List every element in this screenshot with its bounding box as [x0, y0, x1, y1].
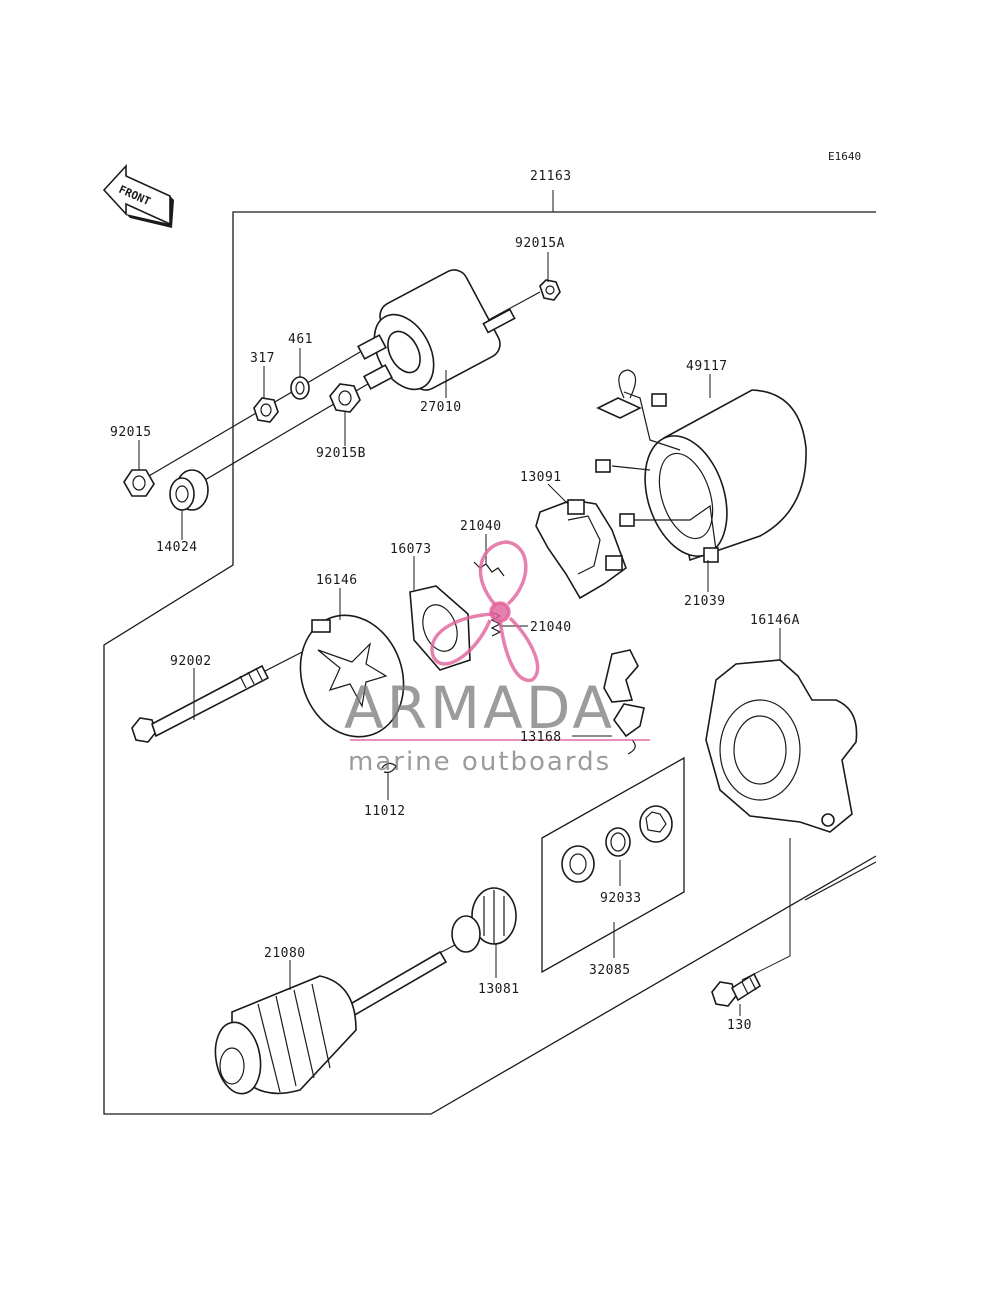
- watermark-title: ARMADA: [344, 674, 615, 742]
- brush-holder-13091: [535, 499, 627, 600]
- part-label-317: 317: [250, 351, 275, 366]
- part-label-13091: 13091: [520, 470, 562, 485]
- bushing-14024: [169, 469, 209, 511]
- yoke-49117: [595, 369, 807, 563]
- part-label-92002: 92002: [170, 654, 212, 669]
- watermark-subtitle: marine outboards: [348, 747, 611, 777]
- part-label-32085: 32085: [589, 963, 631, 978]
- lever-13168: [603, 649, 645, 755]
- armature-21080: [214, 950, 448, 1095]
- end-cover-16146: [299, 614, 405, 738]
- bolt-130: [711, 972, 762, 1007]
- diagram-code: E1640: [828, 150, 861, 163]
- part-label-461: 461: [288, 332, 313, 347]
- propeller-logo-icon: [430, 540, 540, 682]
- part-label-13081: 13081: [478, 982, 520, 997]
- front-arrow-icon: FRONT: [102, 163, 174, 228]
- solenoid-27010: [357, 269, 516, 391]
- part-label-13168: 13168: [520, 730, 562, 745]
- part-label-11012: 11012: [364, 804, 406, 819]
- part-label-21040-upper: 21040: [460, 519, 502, 534]
- nut-92015B: [329, 383, 361, 413]
- watermark: ARMADA marine outboards: [344, 540, 650, 777]
- leader-lines: [138, 252, 791, 1016]
- part-label-16146A: 16146A: [750, 613, 800, 628]
- bolt-92002: [131, 664, 270, 743]
- part-label-21163: 21163: [530, 169, 572, 184]
- nut-92015: [123, 469, 155, 497]
- pinion-13081: [451, 887, 517, 953]
- housing-16146A: [705, 659, 858, 833]
- part-label-92015B: 92015B: [316, 446, 366, 461]
- part-label-92033: 92033: [600, 891, 642, 906]
- part-label-92015: 92015: [110, 425, 152, 440]
- part-label-16146: 16146: [316, 573, 358, 588]
- part-label-27010: 27010: [420, 400, 462, 415]
- part-label-16073: 16073: [390, 542, 432, 557]
- part-label-130: 130: [727, 1018, 752, 1033]
- spring-21040-upper: [473, 561, 505, 577]
- part-label-21080: 21080: [264, 946, 306, 961]
- part-label-21040-lower: 21040: [530, 620, 572, 635]
- part-label-49117: 49117: [686, 359, 728, 374]
- part-label-92015A: 92015A: [515, 236, 565, 251]
- washer-461: [290, 376, 310, 400]
- group-32085-box: [541, 756, 685, 974]
- part-labels: 21163 92015A 461 317 27010 49117 92015 9…: [110, 169, 800, 1033]
- part-label-14024: 14024: [156, 540, 198, 555]
- retainer-92033: [561, 805, 673, 883]
- assembly-frame: [103, 190, 877, 1115]
- nut-92015A: [539, 279, 561, 301]
- nut-317: [253, 397, 279, 423]
- part-label-21039: 21039: [684, 594, 726, 609]
